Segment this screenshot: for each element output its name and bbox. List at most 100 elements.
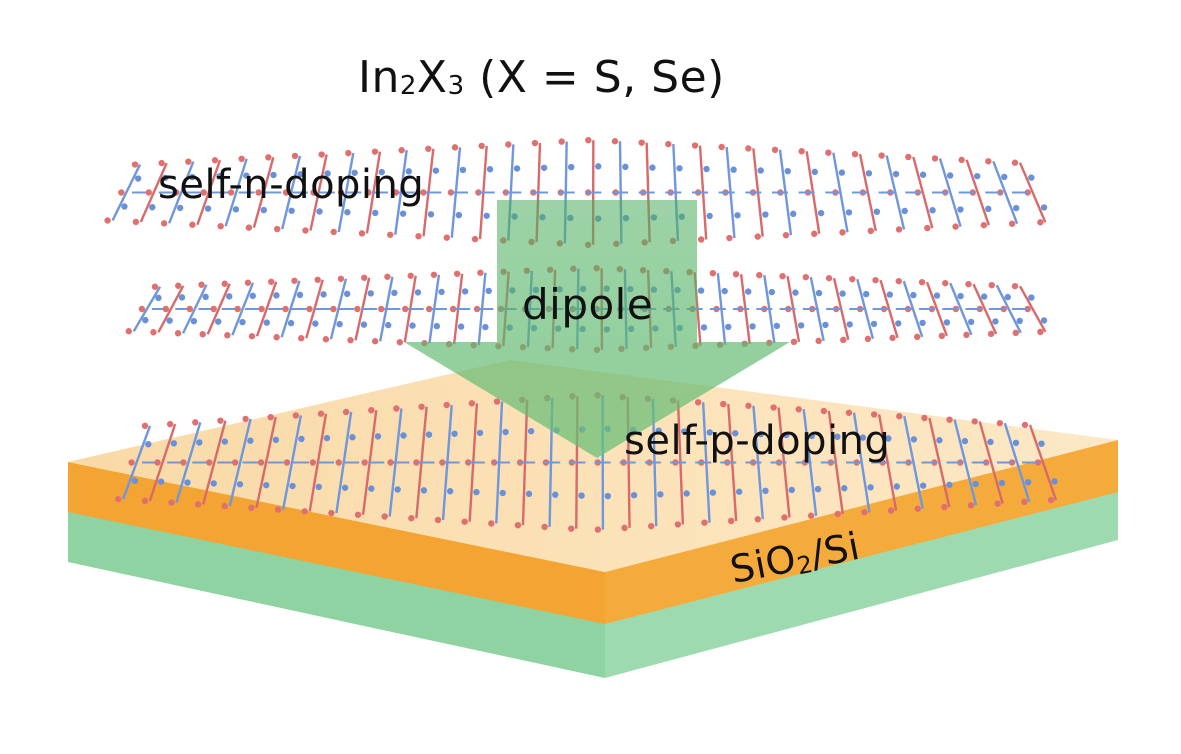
bond: [281, 415, 303, 510]
atom: [905, 153, 912, 161]
atom: [298, 335, 305, 342]
atom: [249, 292, 257, 300]
atom: [845, 409, 853, 416]
atom: [691, 142, 699, 149]
atom: [1011, 282, 1019, 290]
atom: [354, 305, 361, 313]
atom: [457, 323, 465, 330]
atom: [1037, 219, 1044, 226]
bond: [885, 155, 906, 230]
atom: [455, 211, 463, 219]
atom: [320, 291, 327, 298]
atom: [451, 430, 458, 437]
atom: [946, 172, 954, 179]
atom: [1040, 317, 1048, 324]
atom: [189, 173, 196, 181]
atom: [720, 400, 727, 408]
atom: [142, 316, 149, 324]
atom: [638, 139, 645, 146]
atom: [210, 305, 217, 313]
atom: [473, 488, 480, 496]
atom: [180, 459, 187, 466]
atom: [681, 428, 688, 435]
atom: [468, 400, 476, 407]
atom: [873, 208, 881, 215]
atom: [323, 434, 331, 442]
atom: [788, 486, 795, 494]
atom: [433, 322, 441, 330]
atom: [174, 330, 182, 337]
bond: [309, 154, 328, 231]
atom: [415, 233, 422, 240]
atom: [238, 155, 245, 163]
atom: [703, 165, 710, 173]
atom: [929, 207, 936, 214]
atom: [648, 522, 655, 530]
atom: [391, 289, 398, 297]
atom: [378, 305, 385, 313]
bond: [949, 282, 973, 336]
atom: [260, 206, 267, 214]
atom: [317, 410, 325, 417]
atom: [657, 491, 664, 498]
atom: [420, 189, 427, 196]
atom: [974, 172, 981, 180]
atom: [513, 165, 521, 172]
atom: [971, 418, 978, 425]
atom: [870, 320, 878, 328]
bond: [1018, 285, 1047, 333]
atom: [287, 319, 295, 327]
atom: [372, 209, 379, 217]
atom: [531, 139, 539, 147]
bond: [281, 155, 302, 230]
atom: [756, 271, 763, 279]
atom: [697, 236, 705, 243]
atom: [781, 514, 788, 521]
atom: [886, 291, 893, 298]
atom: [1004, 293, 1011, 301]
title-subscript-3: 3: [447, 71, 465, 101]
atom: [846, 321, 853, 328]
atom: [502, 428, 509, 436]
atom: [910, 436, 918, 443]
atom: [318, 151, 325, 158]
atom: [301, 508, 308, 515]
atom: [745, 288, 752, 295]
atom: [486, 166, 494, 173]
atom: [1012, 439, 1020, 447]
atom: [157, 478, 165, 485]
atom: [825, 274, 833, 282]
bond: [255, 281, 278, 337]
dipole-label: dipole: [522, 280, 654, 329]
atom: [611, 138, 619, 145]
atom: [943, 319, 951, 326]
material-title: In2X3 (X = S, Se): [358, 52, 725, 103]
atom: [961, 437, 969, 445]
atom: [942, 279, 949, 287]
title-formula: (X = S, Se): [464, 52, 725, 103]
atom: [227, 189, 235, 196]
atom: [399, 210, 407, 217]
atom: [118, 189, 125, 196]
atom: [674, 521, 682, 528]
atom: [407, 272, 414, 279]
atom: [114, 495, 122, 503]
atom: [594, 526, 602, 533]
atom: [151, 283, 159, 290]
atom: [782, 231, 790, 239]
atom: [1016, 317, 1023, 325]
atom: [371, 338, 379, 345]
atom: [425, 431, 433, 438]
atom: [552, 491, 559, 498]
atom: [387, 231, 394, 238]
atom: [394, 486, 401, 493]
atom: [306, 305, 313, 313]
atom: [248, 333, 256, 340]
atom: [784, 167, 791, 175]
down-arrow-icon: [404, 200, 790, 458]
bond: [255, 416, 277, 509]
atom: [585, 136, 592, 144]
atom: [483, 212, 490, 219]
atom: [568, 525, 575, 532]
atom: [461, 518, 468, 525]
